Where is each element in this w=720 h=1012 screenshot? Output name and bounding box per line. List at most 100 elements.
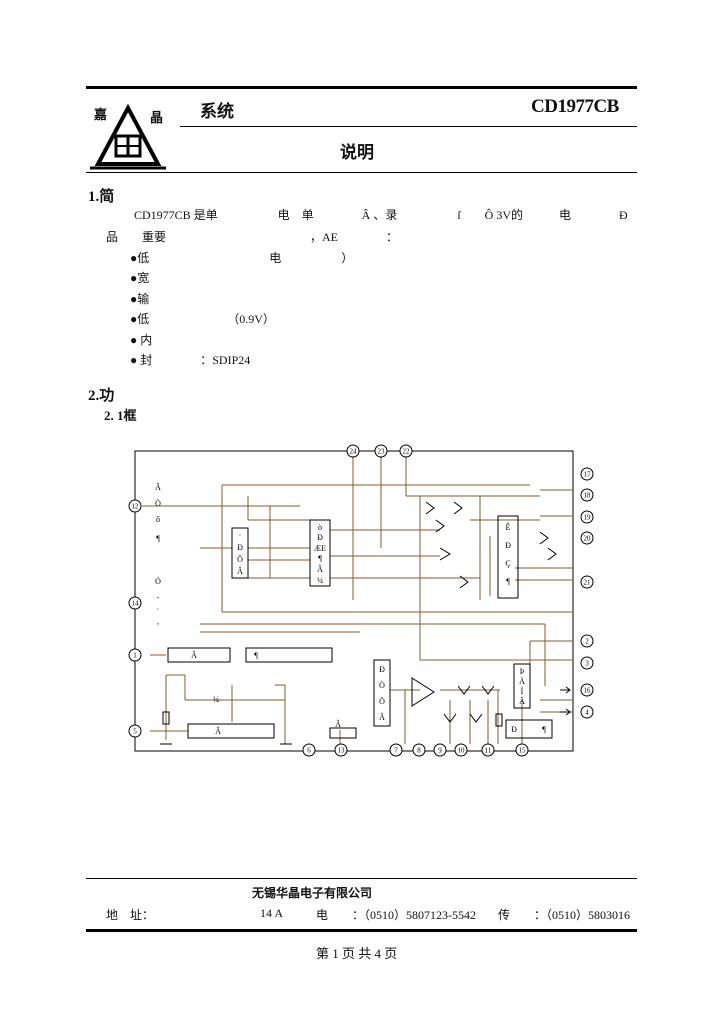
- block-label: À: [519, 676, 525, 686]
- pin-16: [580, 683, 594, 697]
- pin-24: [346, 444, 360, 458]
- opamp-symbol: [411, 677, 435, 707]
- pin-label: 21: [584, 579, 592, 587]
- pin-label: 24: [350, 448, 358, 456]
- feature-bullet: ●输: [130, 292, 150, 306]
- block-label: Â: [519, 696, 525, 706]
- pin-label: 6: [307, 747, 311, 755]
- pin-label: 23: [378, 448, 386, 456]
- pin-11: [481, 743, 495, 757]
- block-label: Â: [237, 566, 243, 576]
- block-b: [309, 519, 331, 587]
- block-label: ·: [239, 531, 242, 540]
- footer-top-rule: [86, 878, 637, 879]
- block-label: Â: [335, 719, 341, 729]
- header-top-rule: [86, 86, 637, 89]
- pin-label: 18: [584, 492, 592, 500]
- feature-bullet: ●宽: [130, 271, 150, 285]
- footer-tel: 电 ：（0510）5807123-5542: [316, 908, 476, 922]
- pin-3: [580, 656, 594, 670]
- header-title: 系统: [200, 102, 234, 121]
- pin-label: 19: [584, 514, 592, 522]
- block-pin1-b: [245, 647, 333, 663]
- pin-label: 20: [584, 535, 592, 543]
- block-label: Ð: [505, 541, 511, 550]
- pin-21: [580, 575, 594, 589]
- pin-label: 5: [133, 728, 137, 736]
- block-a: [231, 527, 249, 579]
- pin-15: [515, 743, 529, 757]
- block-label: Â: [317, 564, 323, 574]
- block-bottom-small: [329, 727, 357, 739]
- pin-label: 9: [438, 747, 442, 755]
- part-number: CD1977CB: [531, 96, 619, 117]
- block-label: Í: [521, 686, 524, 696]
- footer-address: 14 A: [260, 906, 284, 920]
- feature-bullet: ●低 电 ）: [130, 251, 354, 265]
- block-label: ò: [318, 523, 322, 532]
- block-label: Ð: [511, 725, 517, 734]
- pin-label: 2: [585, 638, 589, 646]
- feature-bullet: ●低 （0.9V）: [130, 312, 275, 326]
- section2-heading: 2.功: [88, 388, 115, 404]
- block-label: Þ: [520, 667, 525, 676]
- pin-23: [374, 444, 388, 458]
- feature-bullet: ● 封 ：SDIP24: [130, 353, 251, 367]
- block-label: ¶: [318, 554, 322, 563]
- block-label: Â: [191, 650, 197, 660]
- block-label: ,: [157, 617, 159, 626]
- logo-char-left: 嘉: [94, 107, 108, 122]
- block-label: Â: [379, 712, 385, 722]
- block-label: ¶: [542, 725, 546, 734]
- footer-company: 无锡华晶电子有限公司: [252, 886, 373, 900]
- pin-9: [433, 743, 447, 757]
- block-label: ¼: [213, 695, 219, 704]
- block-c: [497, 515, 519, 599]
- block-label: ¶: [506, 577, 510, 586]
- pin-22: [399, 444, 413, 458]
- pin-label: 15: [519, 747, 527, 755]
- section1-heading: 1.简: [88, 189, 115, 205]
- pin-label: 16: [584, 687, 592, 695]
- resistor-left: [162, 711, 170, 725]
- block-label: Ö: [379, 697, 385, 706]
- pin-12: [128, 499, 142, 513]
- block-e: [513, 663, 531, 709]
- pin-2: [580, 634, 594, 648]
- pin-label: 7: [394, 747, 398, 755]
- feature-bullet: ● 内: [130, 333, 153, 347]
- pin-17: [580, 467, 594, 481]
- header-mid-rule: [180, 126, 637, 127]
- pin-label: 4: [585, 709, 589, 717]
- logo-char-right: 晶: [150, 110, 164, 125]
- company-logo: [88, 100, 168, 172]
- pin-18: [580, 488, 594, 502]
- header-subtitle: 说明: [340, 143, 374, 162]
- footer-bottom-rule: [86, 929, 637, 932]
- section1-para-line1: CD1977CB 是单 电 单 Â 、录 ſ Ô 3V的 电 Ð: [134, 208, 628, 222]
- section1-para-line2: 品 重要 ，AE ：: [106, 230, 398, 244]
- header-bottom-rule: [86, 172, 637, 173]
- pin-6: [302, 743, 316, 757]
- block-pin15: [505, 719, 553, 739]
- footer-fax: 传 ：（0510）5803016: [498, 908, 631, 922]
- pin-label: 13: [338, 747, 346, 755]
- block-label: ¼: [317, 576, 323, 585]
- block-label: ¶: [156, 534, 160, 543]
- block-pin5: [187, 723, 275, 739]
- pin-label: 14: [132, 600, 140, 608]
- footer-address-label: 地 址：: [106, 908, 155, 922]
- block-pin1-a: [167, 647, 231, 663]
- block-label: Ð: [237, 543, 243, 552]
- pin-5: [128, 724, 142, 738]
- block-label: -: [157, 593, 160, 602]
- pin-label: 3: [585, 660, 589, 668]
- pin-label: 1: [133, 652, 137, 660]
- block-label: ő: [156, 515, 160, 524]
- page-number: 第 1 页 共 4 页: [316, 946, 398, 961]
- resistor-right: [495, 713, 503, 727]
- block-label: Ç: [505, 559, 510, 568]
- pin-19: [580, 510, 594, 524]
- block-label: Ö: [237, 555, 243, 564]
- pin-label: 22: [403, 448, 411, 456]
